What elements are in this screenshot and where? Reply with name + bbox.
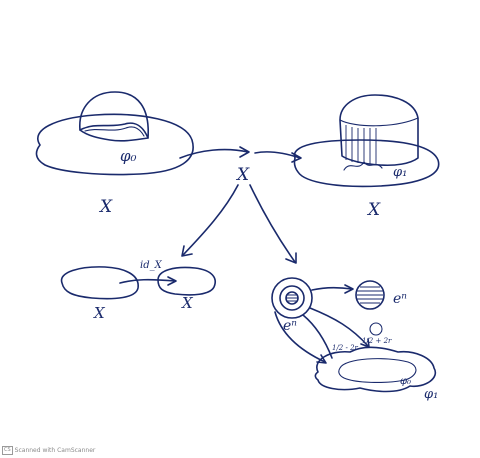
id-x-label: id_X (140, 260, 163, 271)
e-n-right-label: eⁿ (393, 291, 407, 307)
hatched-ball-lines (357, 287, 383, 303)
x-top-left-label: X (98, 197, 113, 217)
top-left-figure: φ₀ X (36, 92, 193, 217)
top-right-cylinder-hatch (346, 125, 376, 164)
disk-inner-hatch (286, 295, 298, 301)
bottom-left-blob-a (62, 267, 139, 299)
top-right-figure: φ₁ X (294, 95, 438, 220)
bottom-right-blob (315, 347, 435, 391)
top-right-cylinder-rim (340, 118, 418, 126)
phi1-bottom-label: φ₁ (424, 387, 438, 402)
top-left-dome-shade (85, 127, 144, 136)
small-annulus (370, 323, 382, 335)
phi1-top-label: φ₁ (393, 165, 407, 180)
arrow-disk-down-right (310, 308, 368, 346)
top-left-dome-base (80, 123, 148, 141)
small-label-2: 1/2 + 2r (362, 337, 392, 345)
x-top-right-label: X (366, 200, 381, 220)
footer-watermark: CS Scanned with CamScanner (2, 446, 95, 455)
center-x-label: X (235, 165, 250, 185)
phi0-small-mark: φ₀ (400, 376, 411, 387)
phi0-label: φ₀ (120, 147, 137, 165)
top-left-blob (36, 114, 193, 174)
arrow-center-to-right (255, 152, 300, 158)
bottom-right-figure: eⁿ eⁿ 1/2 - 2r 1/2 + 2r φ₀ φ₁ (272, 278, 438, 402)
arrow-disk-to-ball (312, 288, 352, 290)
footer-text: Scanned with CamScanner (15, 447, 96, 454)
camscanner-logo: CS (2, 446, 13, 455)
id-arrow (120, 280, 175, 283)
x-bottom-left-b-label: X (181, 294, 194, 312)
arrow-center-to-bottom-left (183, 185, 238, 255)
x-bottom-left-a-label: X (93, 304, 106, 322)
bottom-left-blob-b (158, 268, 215, 295)
arrow-center-to-bottom-right (250, 185, 295, 262)
bottom-left-figure: id_X X X (62, 260, 216, 322)
